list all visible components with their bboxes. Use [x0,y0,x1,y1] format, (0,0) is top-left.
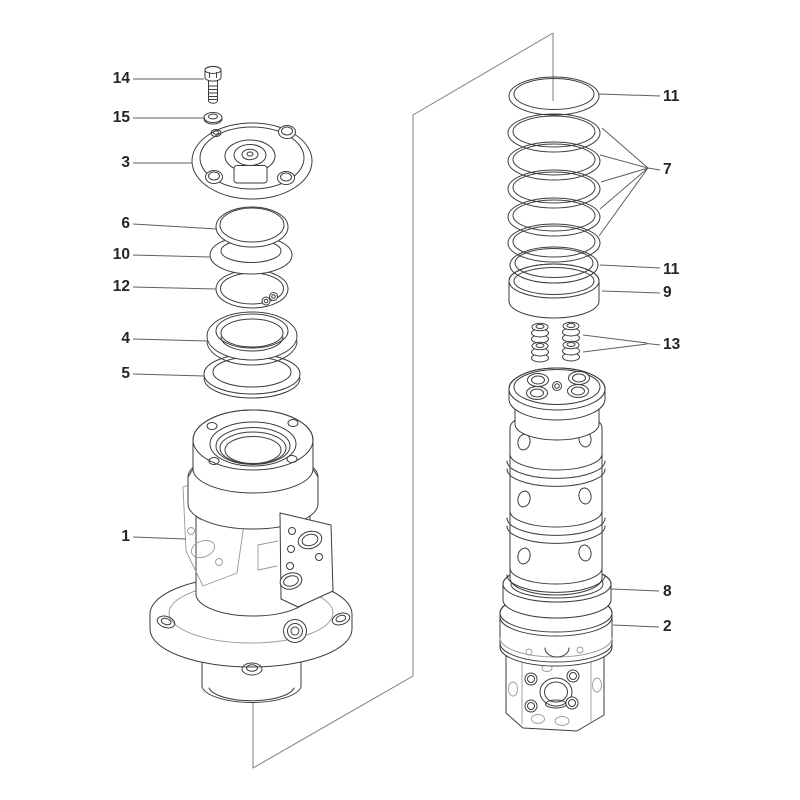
part-spring-seat-ring-upper [508,76,600,116]
part-bearing-ring [206,311,298,366]
small-spring [531,341,549,363]
part-hex-bolt [204,65,222,104]
callout-9: 9 [663,284,672,301]
callout-8: 8 [663,583,672,600]
callout-labels: 14 15 3 6 10 12 4 5 1 11 7 11 9 13 8 2 [113,70,681,635]
callout-6: 6 [121,215,130,232]
callout-1: 1 [121,528,130,545]
housing-side-plug [283,619,307,643]
callout-2: 2 [663,618,672,635]
part-retaining-ring [215,206,289,248]
callout-14: 14 [113,70,131,87]
callout-3: 3 [121,154,130,171]
small-spring [562,340,580,362]
callout-15: 15 [113,109,131,126]
section-plane-lines [252,32,554,769]
callout-10: 10 [113,246,130,263]
housing-top-collar [192,409,314,494]
part-cylinder-band [508,263,600,319]
housing-right-bracket [257,512,334,608]
part-spring-coil-stack [507,113,601,263]
leader-lines [132,78,661,628]
spool-top-cap [508,367,606,421]
part-snap-ring [215,269,289,309]
part-valve-spool-stack [502,367,612,619]
part-small-spring-set [531,321,580,363]
callout-4: 4 [121,330,130,347]
callout-5: 5 [121,365,130,382]
part-flat-ring [203,353,301,399]
part-spring-seat-ring-lower [509,246,599,284]
callout-13: 13 [663,336,681,353]
callout-12: 12 [113,278,130,295]
callout-11-lower: 11 [663,261,680,278]
part-washer [203,112,223,125]
callout-7: 7 [663,161,672,178]
part-main-housing [149,409,353,703]
callout-11-upper: 11 [663,88,680,105]
part-top-cover [191,122,313,200]
cover-hex-bolts [205,125,296,185]
small-spring [531,322,549,344]
cover-plate-tab [233,165,268,184]
small-spring [562,321,580,343]
spool-tower [506,410,606,596]
